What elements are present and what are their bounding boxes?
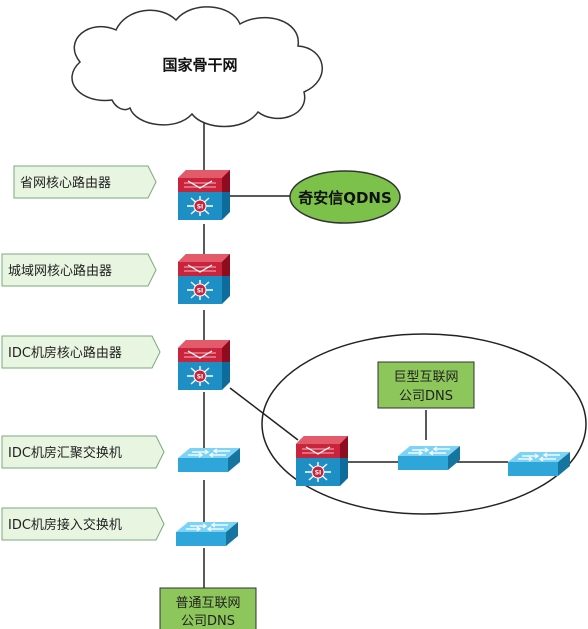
normal-dns-box: 普通互联网 公司DNS [159, 587, 257, 629]
giant-edge-switch-icon [507, 451, 571, 477]
metro-router-icon [177, 253, 231, 305]
label-metro-core-text: 城域网核心路由器 [8, 263, 112, 279]
backbone-cloud: 国家骨干网 [71, 6, 323, 128]
qdns-node: 奇安信QDNS [289, 170, 401, 224]
giant-dns-line2: 公司DNS [399, 389, 453, 404]
giant-dns-box: 巨型互联网 公司DNS [377, 361, 475, 409]
link-idc-giant-router [229, 387, 299, 441]
idc-router-icon [177, 339, 231, 391]
label-province-core-text: 省网核心路由器 [20, 175, 111, 191]
idc-access-switch-icon [175, 521, 239, 547]
giant-router-icon [295, 435, 349, 487]
label-idc-access: IDC机房接入交换机 [1, 507, 165, 541]
label-idc-access-text: IDC机房接入交换机 [8, 517, 122, 533]
giant-switch-icon [397, 445, 461, 471]
label-province-core: 省网核心路由器 [13, 165, 157, 199]
label-idc-agg-text: IDC机房汇聚交换机 [8, 445, 122, 461]
giant-company-boundary [261, 333, 587, 515]
cloud-label: 国家骨干网 [162, 56, 237, 74]
label-idc-agg: IDC机房汇聚交换机 [1, 435, 165, 469]
label-metro-core: 城域网核心路由器 [1, 253, 157, 287]
normal-dns-line2: 公司DNS [181, 614, 235, 629]
normal-dns-line1: 普通互联网 [175, 596, 240, 611]
label-idc-core: IDC机房核心路由器 [1, 335, 161, 369]
connection-lines [203, 116, 508, 590]
label-idc-core-text: IDC机房核心路由器 [8, 345, 122, 361]
giant-dns-line1: 巨型互联网 [393, 370, 458, 385]
qdns-label: 奇安信QDNS [298, 189, 392, 207]
idc-agg-switch-icon [177, 447, 241, 473]
province-router-icon [177, 169, 231, 221]
